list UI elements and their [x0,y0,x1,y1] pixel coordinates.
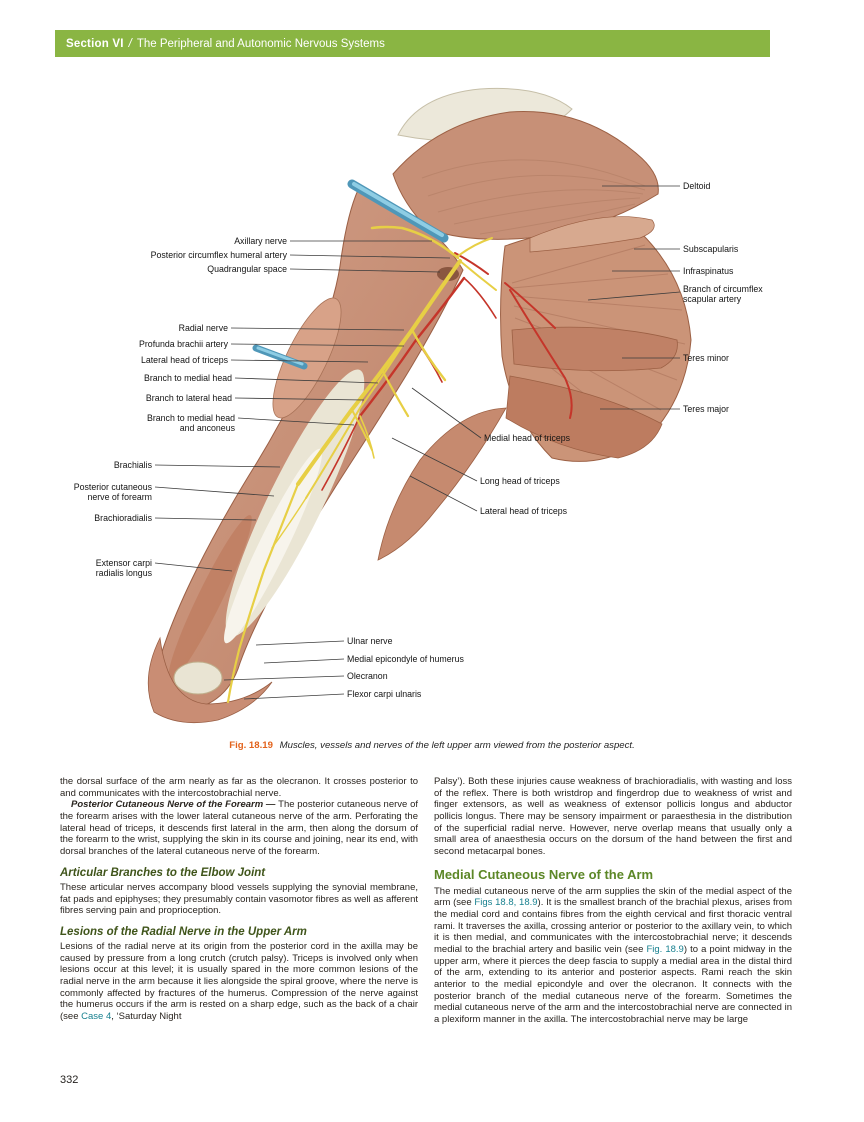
figure-label: Radial nerve [178,323,228,333]
nerves [226,225,497,704]
figure-label: Lateral head of triceps [480,506,568,516]
olecranon-bone [173,661,223,695]
brachioradialis-muscle [168,515,252,681]
figure-label: Teres minor [683,353,729,363]
paragraph: the dorsal surface of the arm nearly as … [60,776,418,799]
section-header: Section VI / The Peripheral and Autonomi… [55,30,770,57]
figure-label: Lateral head of triceps [140,355,228,365]
figure-label: Brachialis [113,460,152,470]
figure-label: Flexor carpi ulnaris [347,689,422,699]
figure-label: Infraspinatus [683,266,734,276]
paragraph: These articular nerves accompany blood v… [60,881,418,917]
figure-label: Posterior cutaneous nerve of forearm [73,482,152,503]
body-text: the dorsal surface of the arm nearly as … [60,776,792,1026]
paragraph: Palsy’). Both these injuries cause weakn… [434,776,792,858]
body-column-right: Palsy’). Both these injuries cause weakn… [434,776,792,1026]
figure-label: Subscapularis [683,244,739,254]
figure-label: Brachioradialis [94,513,152,523]
figure-label: Branch to lateral head [145,393,232,403]
arteries [321,252,573,491]
figure-label: Posterior circumflex humeral artery [150,250,287,260]
paragraph: Posterior Cutaneous Nerve of the Forearm… [60,799,418,858]
figure-number: Fig. 18.19 [229,740,273,751]
figure-label: Medial head of triceps [484,433,571,443]
figure-label: Quadrangular space [207,264,287,274]
section-heading: Lesions of the Radial Nerve in the Upper… [60,925,307,938]
section-heading: Medial Cutaneous Nerve of the Arm [434,866,654,882]
figure-label: Long head of triceps [480,476,560,486]
cross-reference[interactable]: Fig. 18.9 [646,944,684,956]
figure-label: Profunda brachii artery [139,339,228,349]
teres-major-muscle [505,375,663,459]
figure-label: Branch of circumflex scapular artery [683,284,763,305]
deltoid-striations [421,159,646,235]
figure-label: Medial epicondyle of humerus [347,654,464,664]
cross-reference[interactable]: Case 4 [81,1011,112,1023]
figure-label: Ulnar nerve [347,636,393,646]
figure-caption-text: Muscles, vessels and nerves of the left … [279,740,635,751]
section-title: The Peripheral and Autonomic Nervous Sys… [136,37,385,50]
figure-label: Olecranon [347,671,388,681]
figure-caption: Fig. 18.19 Muscles, vessels and nerves o… [60,740,804,751]
figure-label: Teres major [683,404,729,414]
cross-reference[interactable]: Figs 18.8, 18.9 [474,897,538,909]
page-number: 332 [60,1074,79,1086]
subscapularis-muscle [529,216,655,253]
section-number: Section VI [66,37,124,50]
figure-label: Deltoid [683,181,711,191]
forearm-muscles [147,636,273,724]
section-heading: Articular Branches to the Elbow Joint [60,866,266,879]
figure-label: Branch to medial head [143,373,232,383]
section-divider: / [128,37,132,50]
body-column-left: the dorsal surface of the arm nearly as … [60,776,418,1026]
paragraph: Lesions of the radial nerve at its origi… [60,941,418,1023]
paragraph: The medial cutaneous nerve of the arm su… [434,885,793,1026]
figure-label: Extensor carpi radialis longus [95,558,152,579]
figure-label: Branch to medial head and anconeus [146,413,235,434]
figure-label: Axillary nerve [234,236,287,246]
